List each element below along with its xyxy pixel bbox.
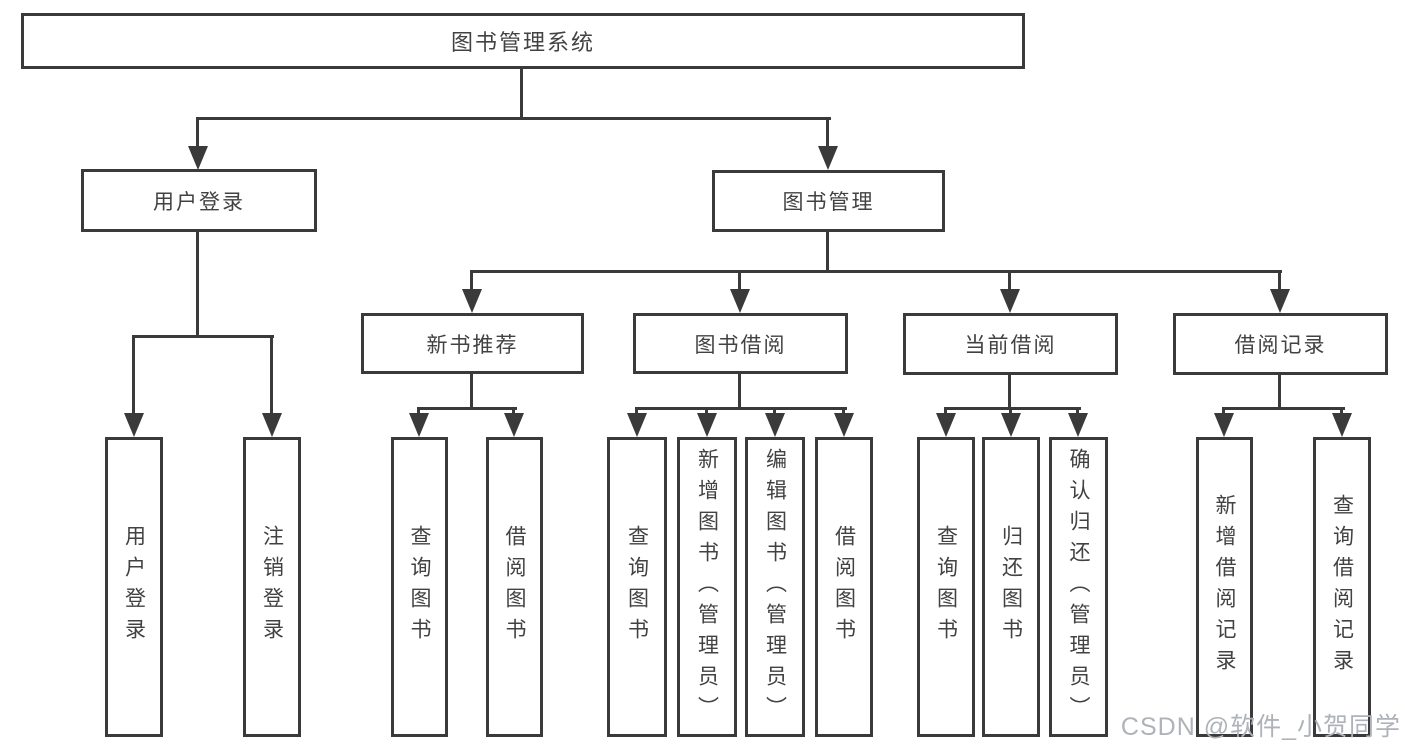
connector-line bbox=[1278, 375, 1281, 410]
arrow-down-icon bbox=[504, 413, 524, 437]
connector-line bbox=[270, 335, 273, 417]
arrow-down-icon bbox=[1214, 413, 1234, 437]
arrow-down-icon bbox=[1001, 413, 1021, 437]
leaf-edit-book-admin: 编辑图书（管理员） bbox=[745, 437, 805, 737]
connector-line bbox=[1278, 270, 1281, 293]
arrow-down-icon bbox=[730, 289, 750, 313]
connector-line bbox=[826, 117, 829, 150]
arrow-down-icon bbox=[1270, 289, 1290, 313]
connector-line bbox=[520, 69, 523, 120]
watermark: CSDN @软件_小贺同学 bbox=[1120, 713, 1401, 741]
connector-line bbox=[842, 407, 845, 417]
node-label: 借阅图书 bbox=[503, 525, 526, 649]
leaf-borrow-books: 借阅图书 bbox=[815, 437, 873, 737]
connector-line bbox=[1076, 407, 1079, 417]
connector-line bbox=[944, 407, 947, 417]
node-label: 用户登录 bbox=[153, 190, 245, 214]
connector-line bbox=[635, 407, 847, 410]
leaf-query-books-borrow: 查询图书 bbox=[607, 437, 667, 737]
node-label: 新增图书（管理员） bbox=[695, 447, 719, 727]
node-label: 图书管理 bbox=[782, 191, 875, 214]
arrow-down-icon bbox=[262, 413, 282, 437]
connector-line bbox=[132, 335, 135, 417]
connector-line bbox=[512, 407, 515, 417]
leaf-query-books-recommend: 查询图书 bbox=[391, 437, 448, 737]
node-label: 注销登录 bbox=[260, 525, 284, 649]
connector-line bbox=[470, 374, 473, 410]
arrow-down-icon bbox=[765, 413, 785, 437]
arrow-down-icon bbox=[1000, 289, 1020, 313]
node-book-borrow: 图书借阅 bbox=[633, 313, 848, 374]
node-label: 查询图书 bbox=[625, 525, 649, 649]
node-label: 图书借阅 bbox=[694, 333, 787, 357]
leaf-logout: 注销登录 bbox=[243, 437, 301, 737]
connector-line bbox=[826, 232, 829, 273]
arrow-down-icon bbox=[818, 146, 838, 170]
connector-line bbox=[470, 270, 473, 293]
node-label: 当前借阅 bbox=[964, 334, 1057, 357]
arrow-down-icon bbox=[1332, 413, 1352, 437]
leaf-query-books-current: 查询图书 bbox=[917, 437, 975, 737]
node-book-management: 图书管理 bbox=[712, 170, 945, 232]
connector-line bbox=[773, 407, 776, 417]
node-label: 查询图书 bbox=[408, 525, 431, 649]
arrow-down-icon bbox=[124, 413, 144, 437]
arrow-down-icon bbox=[627, 413, 647, 437]
connector-line bbox=[1222, 407, 1345, 410]
connector-line bbox=[1008, 375, 1011, 410]
connector-line bbox=[738, 374, 741, 410]
leaf-add-book-admin: 新增图书（管理员） bbox=[677, 437, 737, 737]
node-current-borrow: 当前借阅 bbox=[903, 313, 1118, 375]
connector-line bbox=[1008, 270, 1011, 293]
connector-line bbox=[635, 407, 638, 417]
connector-line bbox=[196, 232, 199, 338]
leaf-query-borrow-record: 查询借阅记录 bbox=[1313, 437, 1371, 737]
connector-line bbox=[196, 117, 199, 150]
leaf-borrow-books-recommend: 借阅图书 bbox=[486, 437, 543, 737]
connector-line bbox=[1222, 407, 1225, 417]
arrow-down-icon bbox=[1068, 413, 1088, 437]
arrow-down-icon bbox=[409, 413, 429, 437]
arrow-down-icon bbox=[188, 146, 208, 170]
node-borrow-records: 借阅记录 bbox=[1173, 313, 1388, 375]
connector-line bbox=[1340, 407, 1343, 417]
arrow-down-icon bbox=[462, 289, 482, 313]
connector-line bbox=[417, 407, 517, 410]
node-label: 借阅记录 bbox=[1234, 334, 1327, 357]
node-label: 借阅图书 bbox=[832, 525, 856, 649]
connector-line bbox=[944, 407, 1081, 410]
node-label: 用户登录 bbox=[122, 525, 146, 649]
node-label: 新增借阅记录 bbox=[1213, 494, 1236, 680]
node-label: 确认归还（管理员） bbox=[1067, 447, 1090, 727]
connector-line bbox=[196, 117, 831, 120]
node-label: 图书管理系统 bbox=[450, 30, 595, 55]
node-user-login: 用户登录 bbox=[81, 169, 317, 232]
leaf-user-login: 用户登录 bbox=[105, 437, 163, 737]
node-label: 归还图书 bbox=[999, 525, 1023, 649]
connector-line bbox=[417, 407, 420, 417]
connector-line bbox=[470, 270, 1282, 273]
connector-line bbox=[738, 270, 741, 293]
connector-line bbox=[705, 407, 708, 417]
node-label: 查询借阅记录 bbox=[1330, 494, 1354, 680]
node-library-system: 图书管理系统 bbox=[21, 13, 1025, 69]
arrow-down-icon bbox=[697, 413, 717, 437]
arrow-down-icon bbox=[834, 413, 854, 437]
node-label: 查询图书 bbox=[934, 525, 958, 649]
connector-line bbox=[1009, 407, 1012, 417]
node-new-book-recommend: 新书推荐 bbox=[361, 313, 584, 374]
leaf-return-book: 归还图书 bbox=[982, 437, 1040, 737]
node-label: 编辑图书（管理员） bbox=[763, 447, 787, 727]
node-label: 新书推荐 bbox=[426, 333, 519, 357]
connector-line bbox=[132, 335, 274, 338]
leaf-add-borrow-record: 新增借阅记录 bbox=[1196, 437, 1253, 737]
leaf-confirm-return-admin: 确认归还（管理员） bbox=[1049, 437, 1108, 737]
arrow-down-icon bbox=[936, 413, 956, 437]
